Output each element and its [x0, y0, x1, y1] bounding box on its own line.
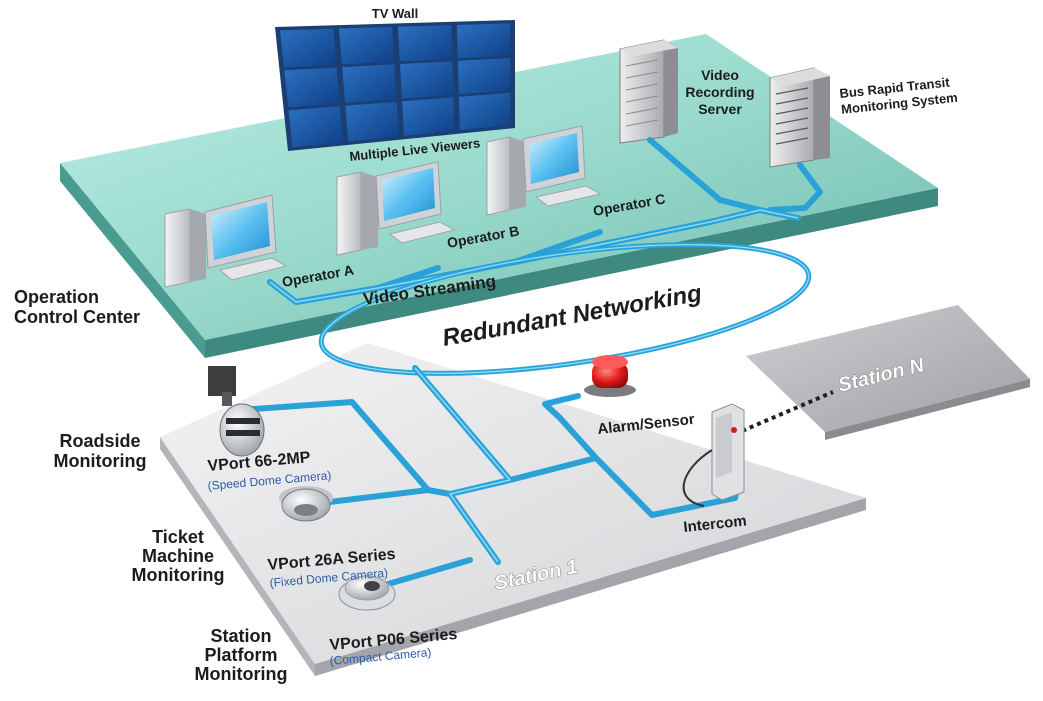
tv-wall-screen — [458, 92, 511, 131]
tv-wall-screen — [284, 67, 340, 108]
tv-wall-screen — [397, 25, 453, 62]
video-recording-server-rack — [619, 39, 678, 144]
intercom-label: Intercom — [683, 512, 748, 536]
tv-wall-screen — [288, 106, 343, 148]
tv-wall-label: TV Wall — [372, 6, 418, 21]
workstation-operator-a — [164, 194, 288, 288]
station-1-floor — [160, 343, 866, 676]
tv-wall-screen — [279, 28, 337, 68]
workstation-operator-b — [336, 161, 456, 256]
tv-wall-screen — [457, 58, 511, 95]
redundant-network-ring — [318, 242, 812, 376]
tv-wall-screen — [402, 97, 455, 136]
alarm-sensor-icon — [584, 355, 636, 397]
speed-dome-camera-icon — [208, 366, 265, 457]
station-n-link — [734, 390, 834, 436]
tv-wall — [275, 20, 515, 151]
tv-wall-screen — [456, 23, 511, 59]
tv-wall-screen — [400, 61, 454, 99]
tv-wall-screen — [342, 64, 397, 103]
compact-camera-icon — [338, 575, 396, 611]
brt-monitoring-rack — [769, 67, 830, 168]
brt-system-label: Bus Rapid TransitMonitoring System — [839, 74, 959, 117]
intercom-icon — [682, 403, 745, 507]
workstation-operator-c — [486, 125, 602, 216]
tv-wall-screen — [338, 26, 395, 65]
fixed-dome-camera-icon — [279, 486, 333, 522]
tv-wall-screen — [345, 101, 399, 142]
